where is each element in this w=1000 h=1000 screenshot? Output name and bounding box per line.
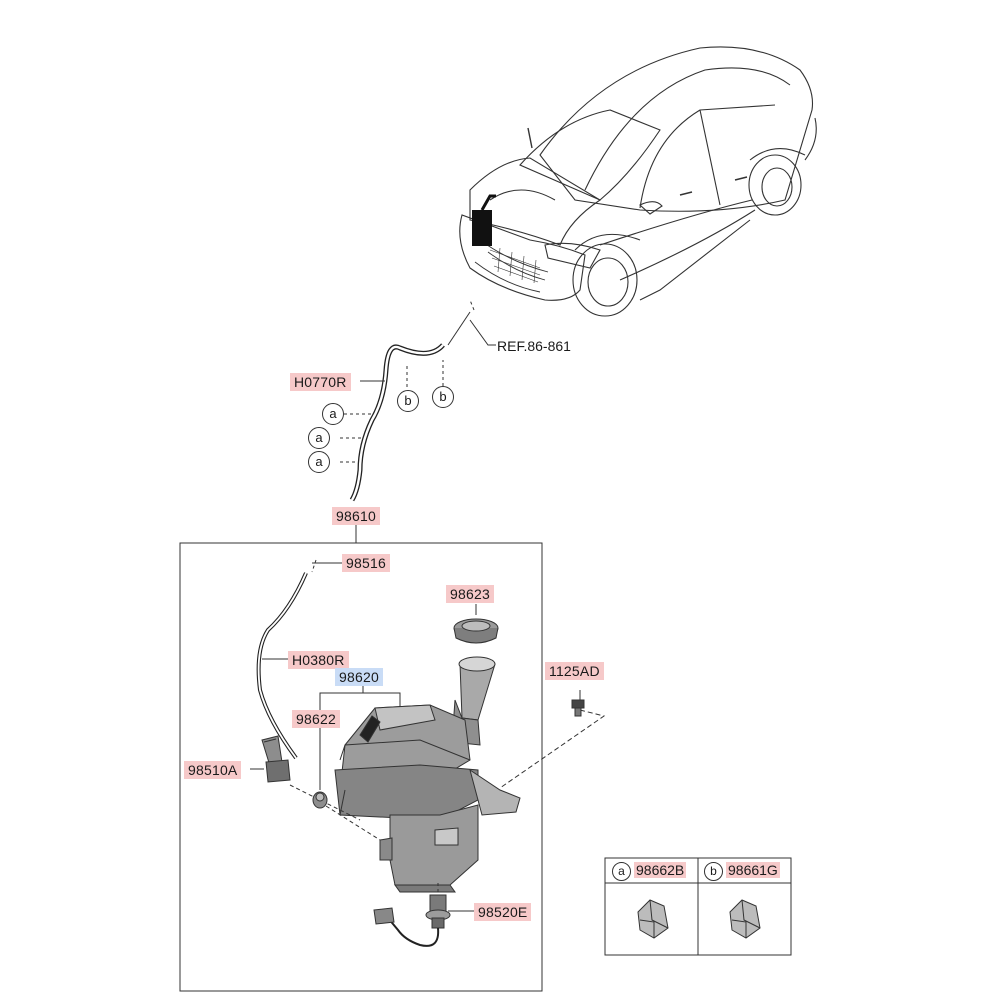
callout-a-1: a bbox=[322, 403, 344, 425]
callout-a-3: a bbox=[308, 451, 330, 473]
bolt-1125ad-shape bbox=[571, 699, 585, 717]
car-highlight-mark bbox=[472, 210, 492, 246]
legend-table bbox=[604, 857, 792, 956]
legend-marker-b: b bbox=[704, 861, 723, 881]
grommet-98622-shape bbox=[312, 791, 328, 809]
legend-marker-a: a bbox=[612, 861, 631, 881]
part-98620-label: 98620 bbox=[335, 668, 383, 686]
part-98623-label: 98623 bbox=[446, 585, 494, 603]
cap-98623-shape bbox=[453, 618, 499, 644]
level-sensor-98520e-shape bbox=[425, 894, 451, 929]
clip-98661g-shape bbox=[729, 899, 761, 939]
part-h0380r-label: H0380R bbox=[288, 651, 349, 669]
reservoir-tank-shape bbox=[334, 656, 521, 893]
legend-code-98661g: 98661G bbox=[726, 862, 780, 878]
part-98610-label: 98610 bbox=[332, 507, 380, 525]
legend-code-98662b: 98662B bbox=[634, 862, 687, 878]
hose-h0770r-shape bbox=[349, 343, 445, 502]
clip-98662b-shape bbox=[637, 899, 669, 939]
callout-b-2: b bbox=[432, 386, 454, 408]
part-98520e-label: 98520E bbox=[474, 903, 532, 921]
ref-86-861-label: REF.86-861 bbox=[497, 338, 571, 354]
pump-98510a-shape bbox=[261, 735, 291, 783]
part-98516-label: 98516 bbox=[342, 554, 390, 572]
callout-a-2: a bbox=[308, 427, 330, 449]
part-98622-label: 98622 bbox=[292, 710, 340, 728]
part-h0770r-label: H0770R bbox=[290, 373, 351, 391]
part-98510a-label: 98510A bbox=[184, 761, 242, 779]
callout-b-1: b bbox=[397, 390, 419, 412]
assembly-frame bbox=[179, 542, 543, 992]
part-1125ad-label: 1125AD bbox=[545, 662, 604, 680]
car-illustration bbox=[459, 46, 817, 317]
